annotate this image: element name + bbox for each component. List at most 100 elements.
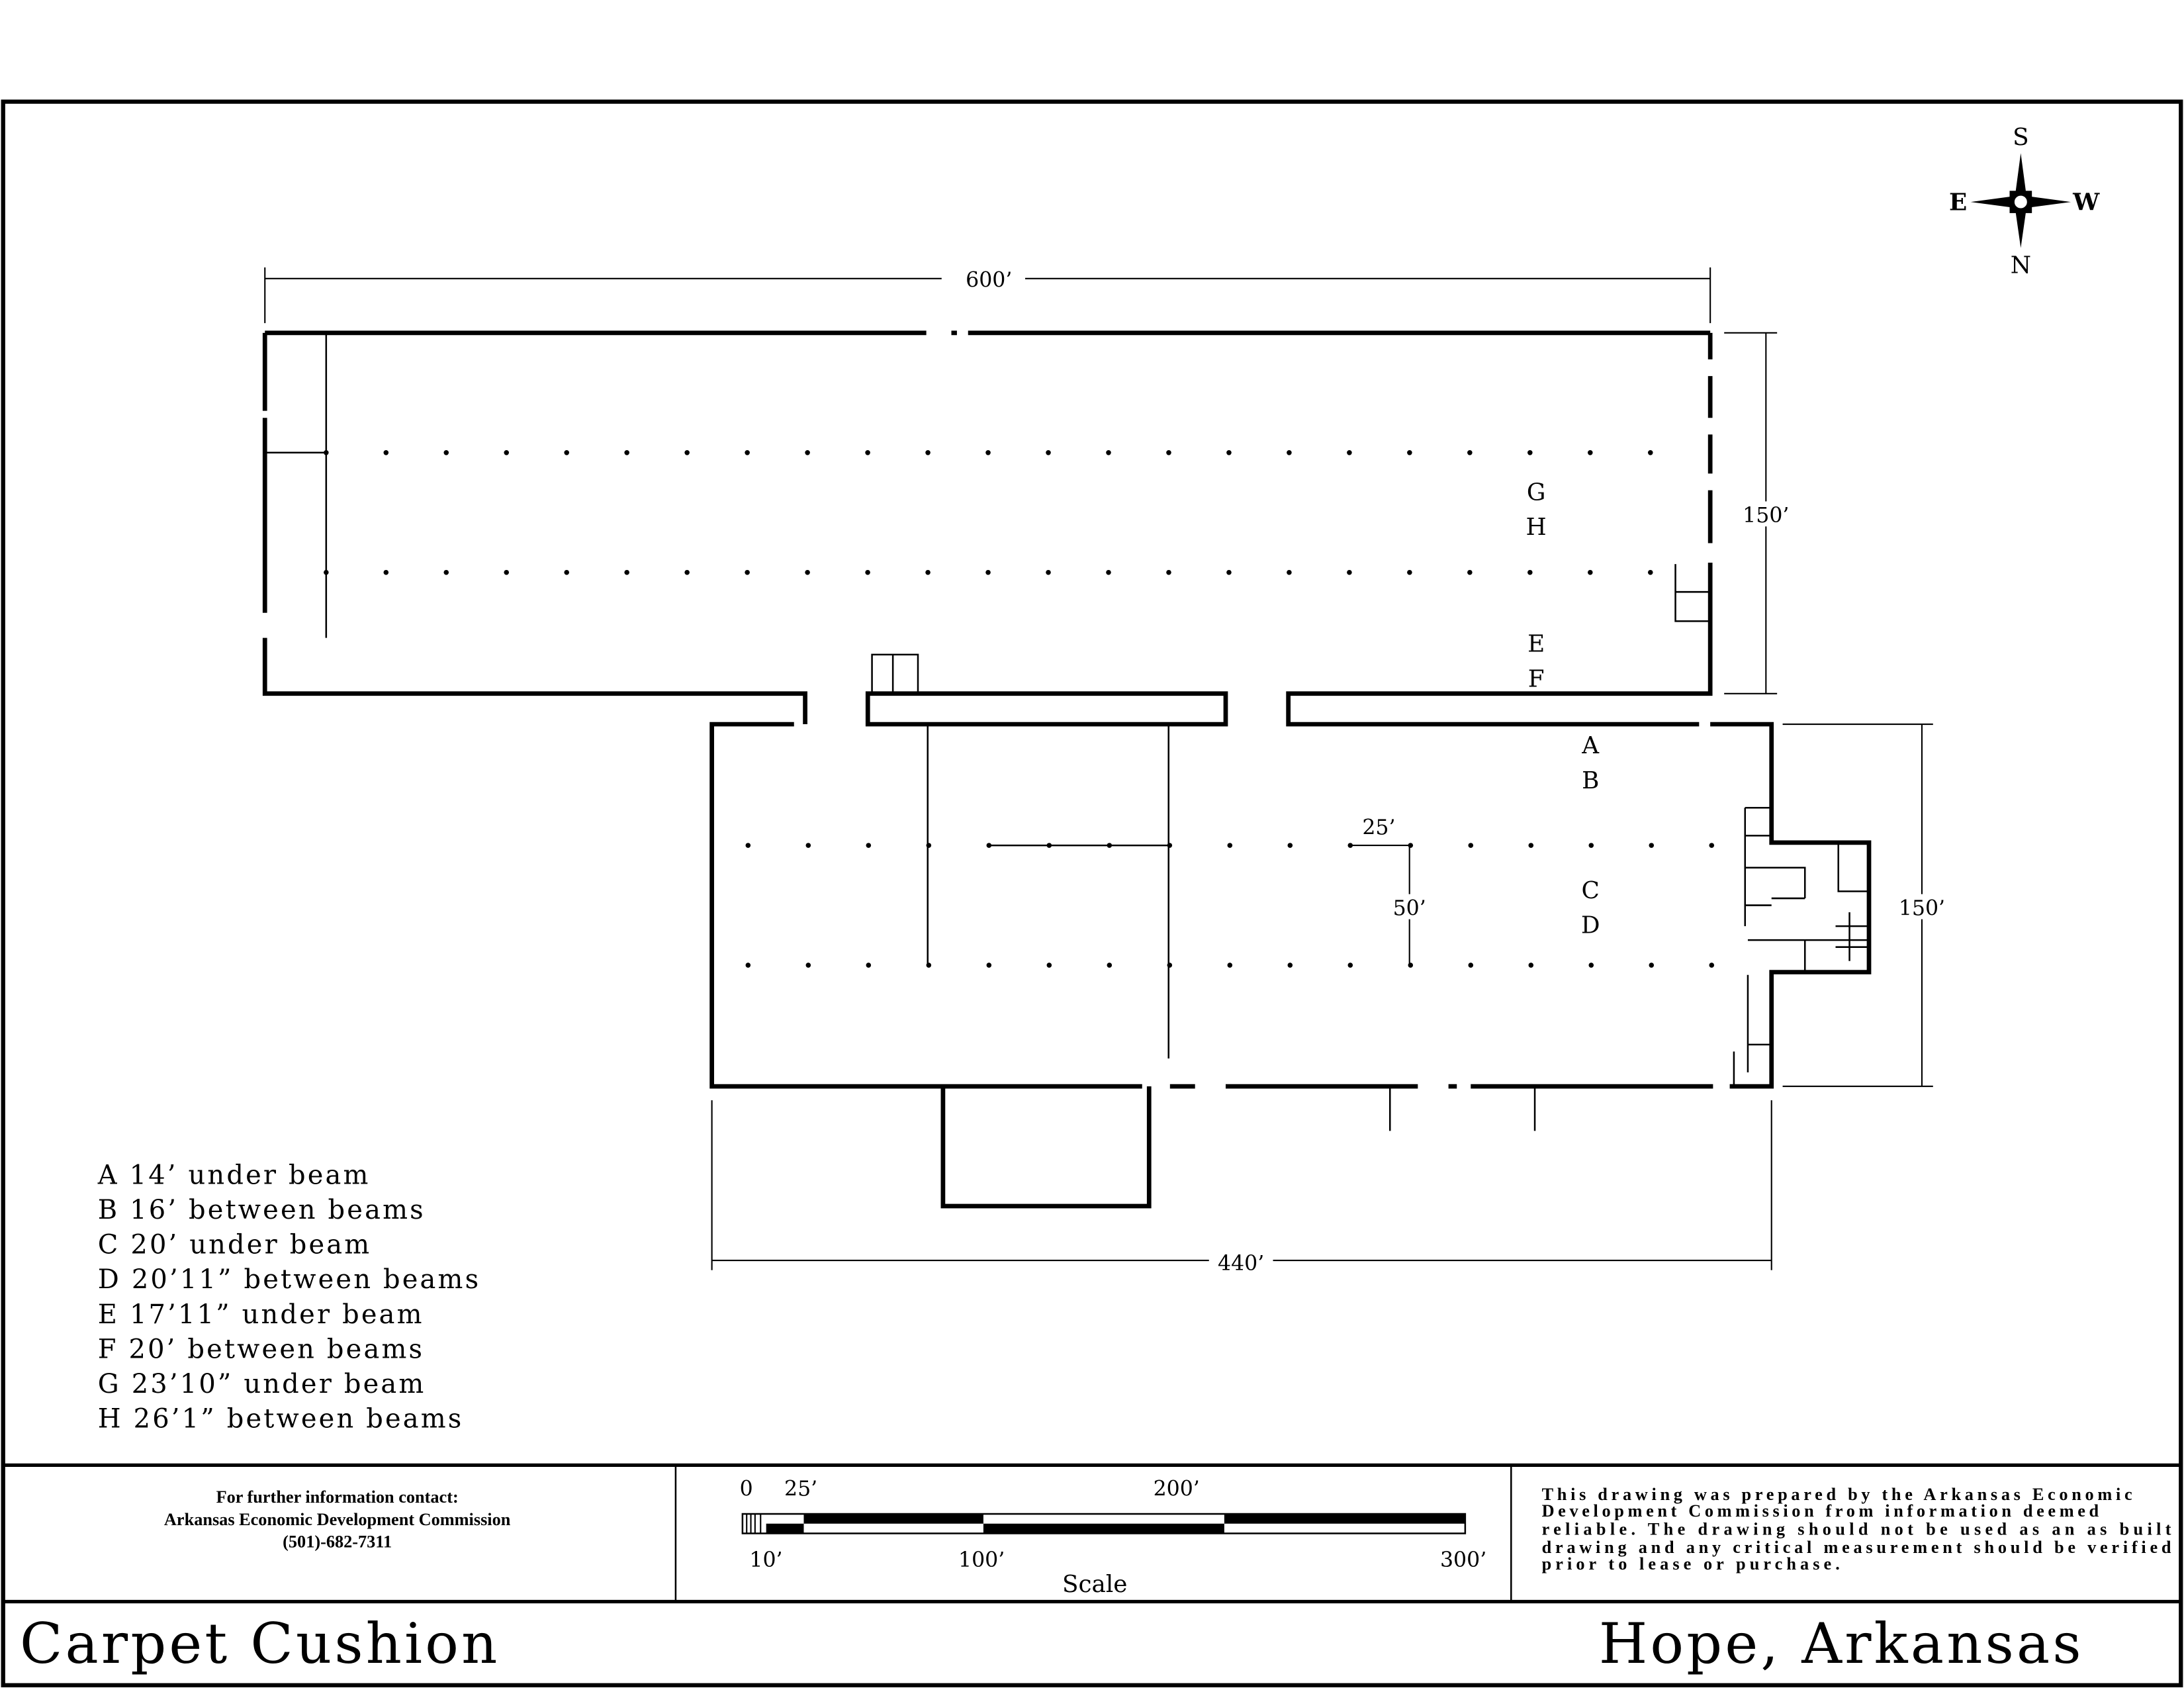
column-marker: [324, 569, 329, 575]
dimension-lower-width: 440’: [1218, 1252, 1264, 1276]
upper-building: [262, 330, 1713, 727]
column-marker: [865, 569, 870, 575]
column-marker: [1467, 450, 1473, 455]
column-marker: [1287, 450, 1292, 455]
column-marker: [383, 450, 389, 455]
column-marker: [1347, 569, 1352, 575]
legend-item: F 20’ between beams: [98, 1334, 424, 1364]
column-marker: [504, 450, 510, 455]
column-marker: [745, 962, 751, 968]
column-marker: [805, 962, 811, 968]
compass-north: N: [2011, 252, 2031, 279]
column-marker: [1287, 962, 1293, 968]
zone-label-f: F: [1528, 665, 1545, 692]
column-marker: [1107, 843, 1113, 848]
column-marker: [1709, 962, 1715, 968]
column-marker: [1287, 569, 1292, 575]
column-marker: [1528, 843, 1534, 848]
disclaimer-line: Development Commission from information …: [1542, 1501, 2099, 1521]
column-marker: [985, 569, 991, 575]
scale-tick-label: 25’: [784, 1477, 817, 1501]
scale-label: Scale: [1062, 1571, 1127, 1598]
column-marker: [324, 450, 329, 455]
column-marker: [1167, 962, 1173, 968]
column-marker: [1527, 450, 1533, 455]
disclaimer-block: This drawing was prepared by the Arkansa…: [1542, 1485, 2171, 1573]
column-marker: [564, 569, 570, 575]
column-marker: [1166, 569, 1171, 575]
column-marker: [504, 569, 510, 575]
legend-item: E 17’11” under beam: [98, 1299, 424, 1330]
column-marker: [866, 962, 872, 968]
zone-label-e: E: [1527, 631, 1545, 658]
column-marker: [1588, 569, 1593, 575]
compass-rose-icon: S N E W: [1949, 124, 2100, 279]
scale-tick-label: 200’: [1154, 1477, 1200, 1501]
scale-bar: 0 25’ 200’ 10’ 100’ 300’ Scale: [740, 1477, 1487, 1598]
zone-label-d: D: [1581, 912, 1600, 939]
legend-item: D 20’11” between beams: [98, 1264, 481, 1295]
column-marker: [1649, 843, 1655, 848]
column-marker: [1407, 450, 1412, 455]
column-marker: [1408, 962, 1414, 968]
column-marker: [1468, 962, 1474, 968]
legend-item: A 14’ under beam: [97, 1160, 371, 1190]
column-marker: [443, 450, 449, 455]
column-marker: [1588, 450, 1593, 455]
dimension-lower-depth: 150’: [1899, 896, 1945, 920]
disclaimer-line: prior to lease or purchase.: [1542, 1554, 1840, 1573]
property-location: Hope, Arkansas: [1599, 1611, 2084, 1676]
column-marker: [1046, 962, 1052, 968]
column-marker: [1649, 962, 1655, 968]
column-marker: [443, 569, 449, 575]
zone-labels: G H E F A B C D: [1526, 479, 1600, 939]
column-marker: [1709, 843, 1715, 848]
compass-west: W: [2072, 189, 2100, 216]
column-marker: [1528, 962, 1534, 968]
contact-heading: For further information contact:: [216, 1487, 459, 1507]
column-marker: [926, 962, 932, 968]
column-marker: [1106, 569, 1111, 575]
contact-phone: (501)-682-7311: [283, 1532, 392, 1552]
clearance-legend: A 14’ under beam B 16’ between beams C 2…: [97, 1160, 481, 1434]
column-marker: [624, 569, 629, 575]
column-marker: [1226, 569, 1232, 575]
column-marker: [1046, 569, 1051, 575]
column-marker: [805, 569, 810, 575]
contact-org: Arkansas Economic Development Commission: [164, 1510, 511, 1529]
column-marker: [1287, 843, 1293, 848]
column-grid: [324, 450, 1715, 968]
legend-item: C 20’ under beam: [98, 1230, 372, 1260]
dimension-bay-width: 25’: [1362, 816, 1395, 839]
property-title: Carpet Cushion: [20, 1611, 500, 1676]
column-marker: [1227, 962, 1233, 968]
scale-tick-label: 0: [740, 1477, 753, 1501]
column-marker: [805, 450, 810, 455]
dimension-overall-width: 600’: [966, 268, 1012, 292]
compass-south: S: [2013, 124, 2028, 151]
column-marker: [564, 450, 570, 455]
column-marker: [1107, 962, 1113, 968]
zone-label-c: C: [1582, 877, 1600, 904]
zone-label-g: G: [1527, 479, 1546, 506]
zone-label-b: B: [1582, 767, 1599, 794]
dimension-upper-depth: 150’: [1743, 504, 1789, 528]
column-marker: [985, 450, 991, 455]
column-marker: [866, 843, 872, 848]
column-marker: [1647, 569, 1653, 575]
column-marker: [684, 569, 690, 575]
column-marker: [383, 569, 389, 575]
column-marker: [1527, 569, 1533, 575]
column-marker: [1588, 843, 1594, 848]
column-marker: [1468, 843, 1474, 848]
zone-label-a: A: [1581, 732, 1600, 759]
column-marker: [1046, 843, 1052, 848]
column-marker: [925, 569, 931, 575]
column-marker: [865, 450, 870, 455]
column-marker: [1167, 843, 1173, 848]
legend-item: H 26’1” between beams: [98, 1404, 464, 1434]
column-marker: [986, 962, 992, 968]
contact-block: For further information contact: Arkansa…: [164, 1487, 511, 1551]
column-marker: [1467, 569, 1473, 575]
